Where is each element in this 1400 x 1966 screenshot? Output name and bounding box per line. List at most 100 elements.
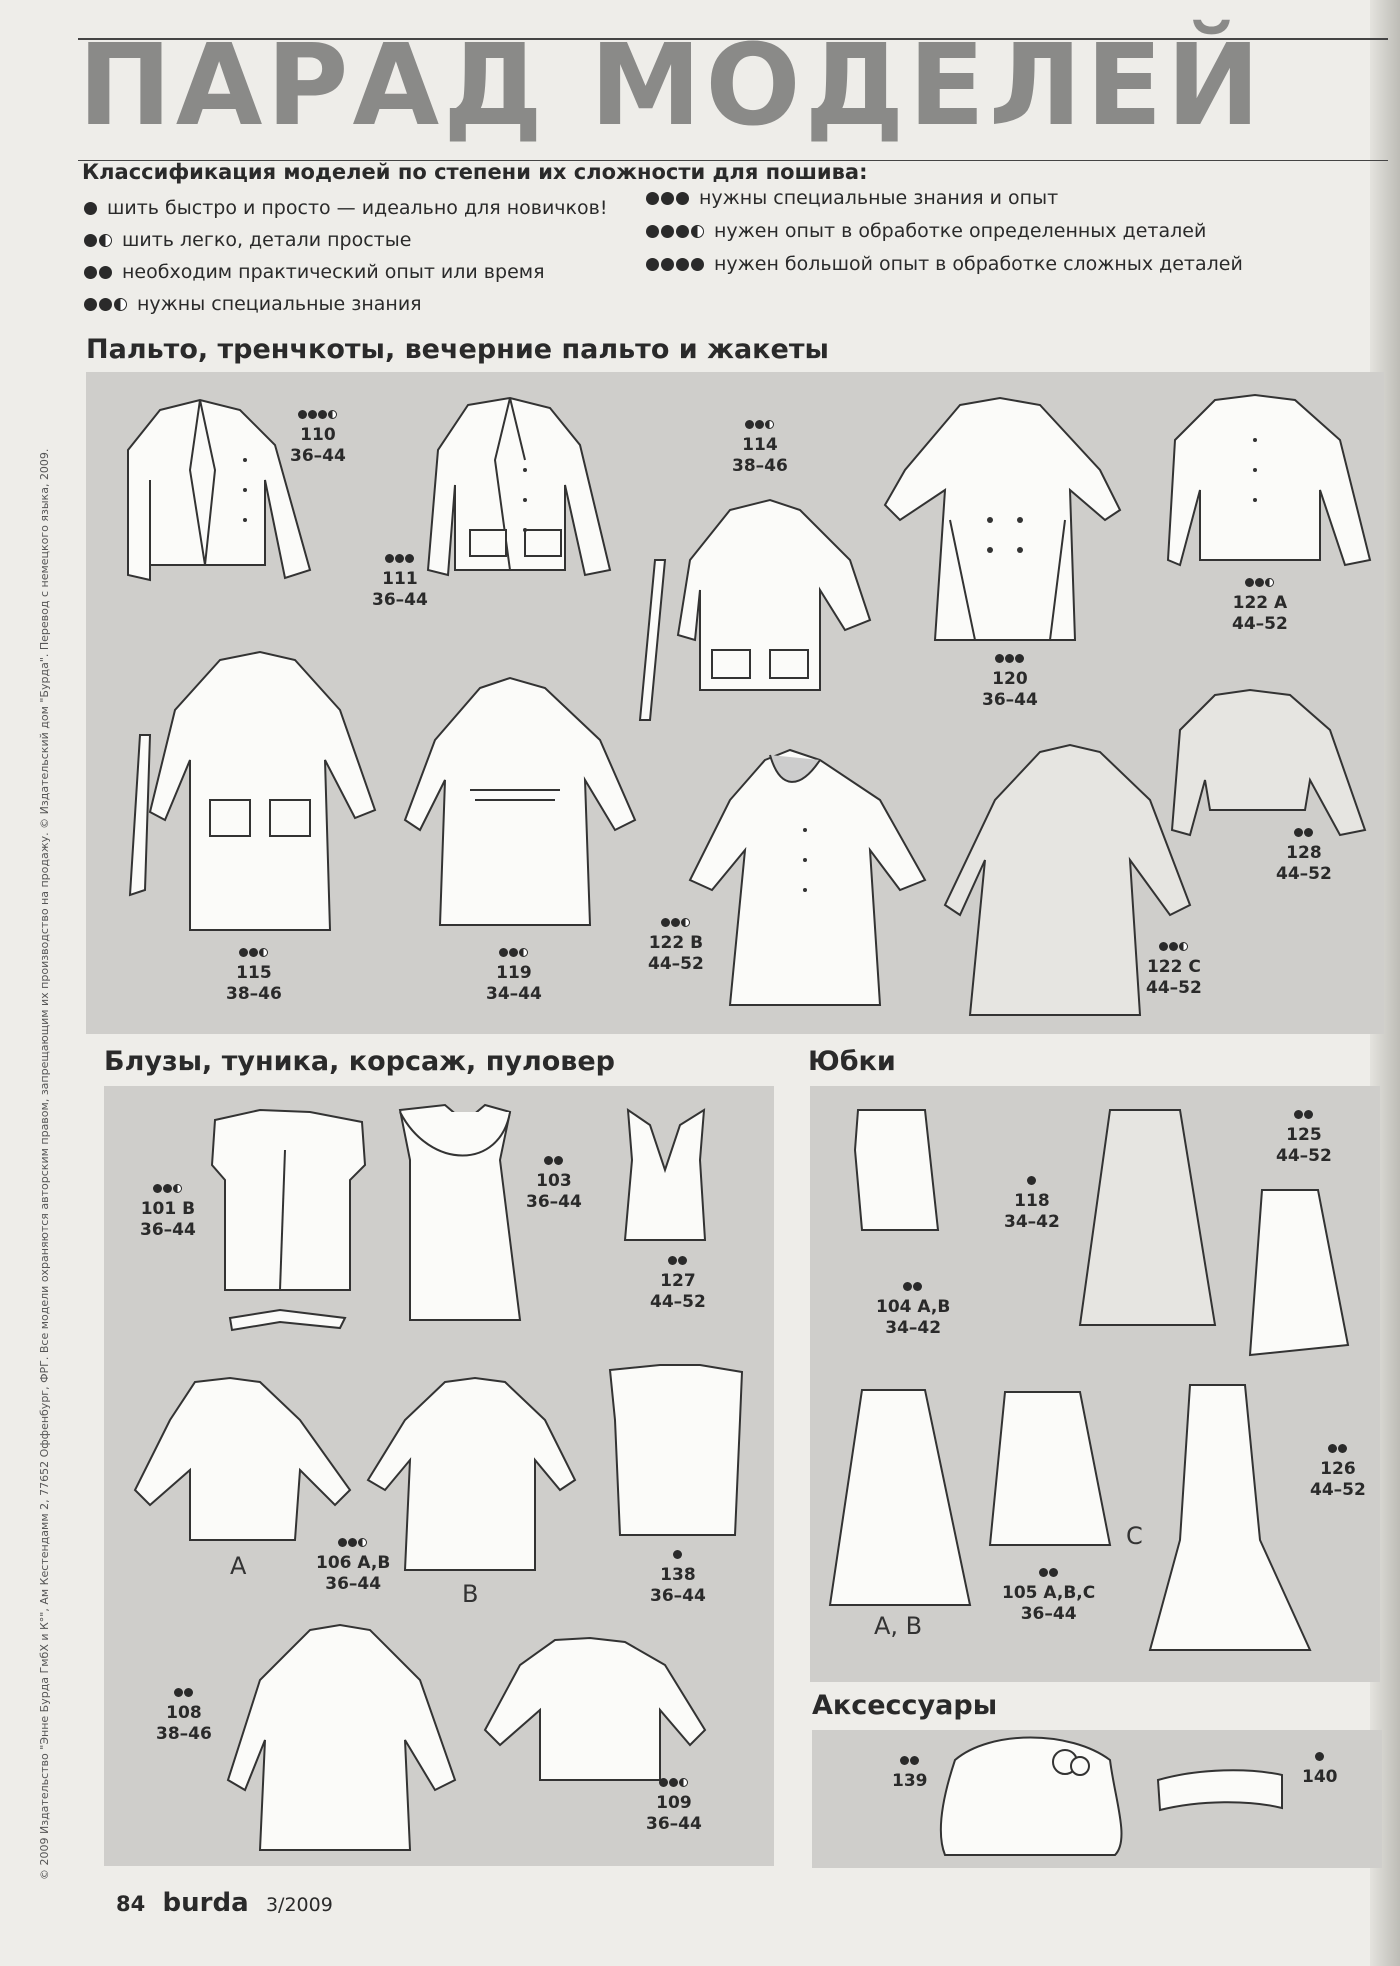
classification-heading: Классификация моделей по степени их слож… — [82, 160, 868, 184]
model-sizes: 44–52 — [1146, 978, 1202, 998]
model-108: 108 38–46 — [156, 1682, 212, 1745]
model-sizes: 36–44 — [650, 1586, 706, 1606]
model-number: 114 — [742, 435, 778, 455]
difficulty-dots-icon — [1002, 1562, 1095, 1583]
model-126: 126 44–52 — [1310, 1438, 1366, 1501]
difficulty-dots-icon — [646, 1772, 702, 1793]
difficulty-dots-icon — [646, 222, 706, 240]
model-number: 106 A,B — [316, 1553, 391, 1573]
difficulty-dots-icon — [646, 255, 706, 273]
model-139: 139 — [892, 1750, 928, 1792]
level-text: нужен опыт в обработке определенных дета… — [714, 220, 1207, 242]
model-number: 115 — [236, 963, 272, 983]
model-number: 126 — [1320, 1459, 1356, 1479]
difficulty-dots-icon — [140, 1178, 196, 1199]
copyright-notice: © 2009 Издательство "Энне Бурда ГмбХ и К… — [38, 448, 51, 1880]
section-title-coats: Пальто, тренчкоты, вечерние пальто и жак… — [86, 334, 829, 365]
section-title-skirts: Юбки — [808, 1046, 896, 1077]
model-111: 111 36–44 — [372, 548, 428, 611]
model-105: 105 A,B,C 36–44 — [1002, 1562, 1095, 1625]
model-number: 140 — [1302, 1767, 1338, 1787]
model-120: 120 36–44 — [982, 648, 1038, 711]
difficulty-dots-icon — [1276, 822, 1332, 843]
difficulty-dots-icon — [84, 231, 114, 249]
model-number: 109 — [656, 1793, 692, 1813]
model-number: 101 B — [140, 1199, 196, 1219]
difficulty-dots-icon — [1146, 936, 1202, 957]
model-number: 122 A — [1232, 593, 1288, 613]
difficulty-dots-icon — [650, 1544, 706, 1565]
variant-letter: A, B — [874, 1612, 923, 1640]
variant-letter: B — [462, 1580, 479, 1608]
difficulty-dots-icon — [156, 1682, 212, 1703]
section-title-blouses: Блузы, туника, корсаж, пуловер — [104, 1046, 615, 1077]
model-number: 127 — [660, 1271, 696, 1291]
difficulty-dots-icon — [1310, 1438, 1366, 1459]
difficulty-dots-icon — [526, 1150, 582, 1171]
model-number: 125 — [1286, 1125, 1322, 1145]
difficulty-dots-icon — [648, 912, 704, 933]
model-127: 127 44–52 — [650, 1250, 706, 1313]
model-sizes: 34–42 — [885, 1318, 942, 1338]
model-122b: 122 B 44–52 — [648, 912, 704, 975]
brand-logo: burda — [162, 1888, 249, 1918]
model-number: 108 — [166, 1703, 202, 1723]
model-number: 111 — [382, 569, 418, 589]
level-2: необходим практический опыт или время — [84, 261, 545, 283]
model-104: 104 A,B 34–42 — [876, 1276, 950, 1339]
model-sizes: 34–44 — [486, 984, 542, 1004]
model-sizes: 36–44 — [290, 446, 346, 466]
model-sizes: 44–52 — [1232, 614, 1288, 634]
model-sizes: 36–44 — [526, 1192, 582, 1212]
difficulty-dots-icon — [732, 414, 788, 435]
difficulty-dots-icon — [372, 548, 428, 569]
model-number: 122 C — [1146, 957, 1201, 977]
model-sizes: 36–44 — [372, 590, 428, 610]
level-text: шить быстро и просто — идеально для нови… — [107, 197, 608, 219]
model-sizes: 34–42 — [1004, 1212, 1060, 1232]
page-title: ПАРАД МОДЕЛЕЙ — [78, 21, 1265, 151]
model-number: 128 — [1286, 843, 1322, 863]
variant-letter: C — [1126, 1522, 1143, 1550]
model-sizes: 36–44 — [1020, 1604, 1077, 1624]
level-text: нужны специальные знания и опыт — [699, 187, 1059, 209]
model-140: 140 — [1302, 1746, 1338, 1788]
model-number: 139 — [892, 1771, 928, 1791]
difficulty-dots-icon — [486, 942, 542, 963]
title-rule — [78, 160, 1388, 161]
difficulty-dots-icon — [84, 263, 114, 281]
model-number: 118 — [1014, 1191, 1050, 1211]
model-number: 103 — [536, 1171, 572, 1191]
difficulty-dots-icon — [982, 648, 1038, 669]
model-138: 138 36–44 — [650, 1544, 706, 1607]
model-sizes: 44–52 — [1276, 864, 1332, 884]
difficulty-dots-icon — [1232, 572, 1288, 593]
model-number: 110 — [300, 425, 336, 445]
difficulty-dots-icon — [650, 1250, 706, 1271]
level-3: нужны специальные знания и опыт — [646, 187, 1058, 209]
top-rule — [78, 38, 1388, 40]
model-sizes: 36–44 — [140, 1220, 196, 1240]
section-title-accessories: Аксессуары — [812, 1690, 998, 1721]
level-3-5: нужен опыт в обработке определенных дета… — [646, 220, 1206, 242]
difficulty-dots-icon — [316, 1532, 390, 1553]
level-text: необходим практический опыт или время — [122, 261, 545, 283]
model-sizes: 36–44 — [646, 1814, 702, 1834]
issue-number: 3/2009 — [265, 1894, 333, 1916]
model-110: 110 36–44 — [290, 404, 346, 467]
model-number: 120 — [992, 669, 1028, 689]
model-122a: 122 A 44–52 — [1232, 572, 1288, 635]
model-number: 119 — [496, 963, 532, 983]
model-122c: 122 C 44–52 — [1146, 936, 1202, 999]
model-sizes: 36–44 — [982, 690, 1038, 710]
level-4: нужен большой опыт в обработке сложных д… — [646, 253, 1243, 275]
model-sizes: 44–52 — [650, 1292, 706, 1312]
difficulty-dots-icon — [290, 404, 346, 425]
model-sizes: 38–46 — [732, 456, 788, 476]
model-106: 106 A,B 36–44 — [316, 1532, 390, 1595]
level-text: шить легко, детали простые — [122, 229, 412, 251]
model-128: 128 44–52 — [1276, 822, 1332, 885]
difficulty-dots-icon — [226, 942, 282, 963]
